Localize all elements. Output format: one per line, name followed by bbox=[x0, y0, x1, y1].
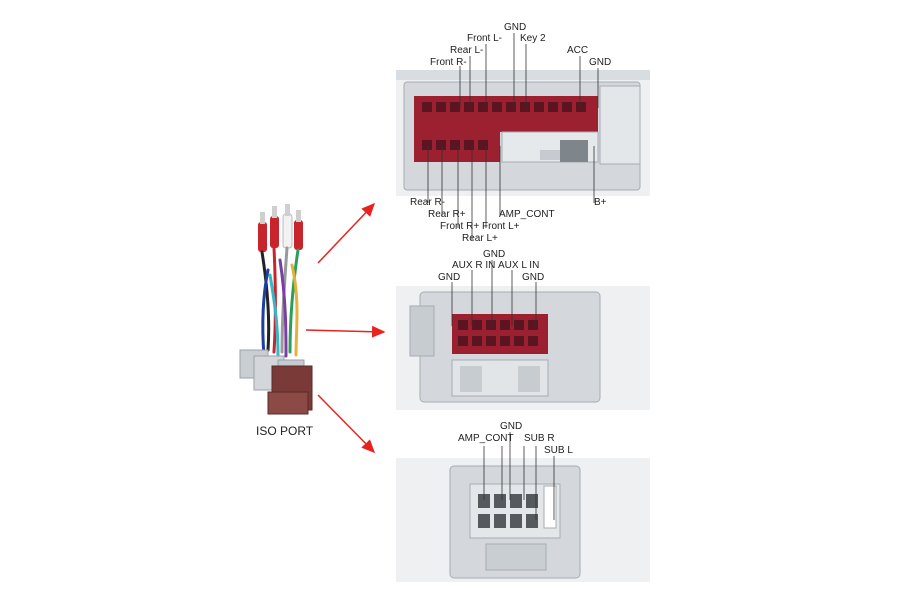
c1-label-rear-l-minus: Rear L- bbox=[450, 45, 484, 56]
connector-3-photo bbox=[396, 458, 650, 582]
harness-connectors bbox=[239, 349, 313, 415]
rca-plugs bbox=[258, 204, 303, 252]
arrow-to-connector-3 bbox=[317, 394, 376, 454]
c1-label-key2: Key 2 bbox=[520, 33, 546, 44]
c1-label-rear-r-minus: Rear R- bbox=[410, 197, 446, 208]
c1-label-b-plus: B+ bbox=[594, 197, 607, 208]
c2-label-gnd-left: GND bbox=[438, 272, 461, 283]
connector-2-leaders bbox=[451, 260, 537, 326]
harness-caption: ISO PORT bbox=[256, 424, 314, 438]
c1-label-acc: ACC bbox=[567, 45, 589, 56]
c2-label-gnd-right: GND bbox=[522, 272, 545, 283]
c1-label-front-r-minus: Front R- bbox=[430, 57, 467, 68]
c3-label-amp-cont: AMP_CONT bbox=[458, 433, 514, 444]
harness-illustration bbox=[239, 204, 313, 415]
c3-label-gnd: GND bbox=[500, 421, 523, 432]
c1-label-gnd-right: GND bbox=[589, 57, 612, 68]
connector-1-photo bbox=[396, 70, 650, 196]
c1-label-gnd-top: GND bbox=[504, 22, 527, 33]
connector-3-leaders bbox=[483, 432, 555, 520]
c2-label-aux-r-in: AUX R IN bbox=[452, 260, 496, 271]
arrow-to-connector-2 bbox=[305, 325, 386, 338]
c3-label-sub-r: SUB R bbox=[524, 433, 555, 444]
arrow-to-connector-1 bbox=[317, 202, 376, 264]
c1-label-front-l-plus: Front L+ bbox=[482, 221, 520, 232]
c2-label-gnd-center: GND bbox=[483, 249, 506, 260]
c1-label-front-l-minus: Front L- bbox=[467, 33, 503, 44]
c1-label-amp-cont: AMP_CONT bbox=[499, 209, 555, 220]
connector-2-photo bbox=[396, 286, 650, 410]
c3-label-sub-l: SUB L bbox=[544, 445, 573, 456]
connector-1-leaders bbox=[427, 33, 599, 240]
c2-label-aux-l-in: AUX L IN bbox=[498, 260, 540, 271]
pointer-arrows bbox=[305, 202, 386, 454]
wire-bundle bbox=[260, 246, 300, 358]
c1-label-front-r-plus: Front R+ bbox=[440, 221, 480, 232]
c1-label-rear-l-plus: Rear L+ bbox=[462, 233, 498, 244]
c1-label-rear-r-plus: Rear R+ bbox=[428, 209, 466, 220]
